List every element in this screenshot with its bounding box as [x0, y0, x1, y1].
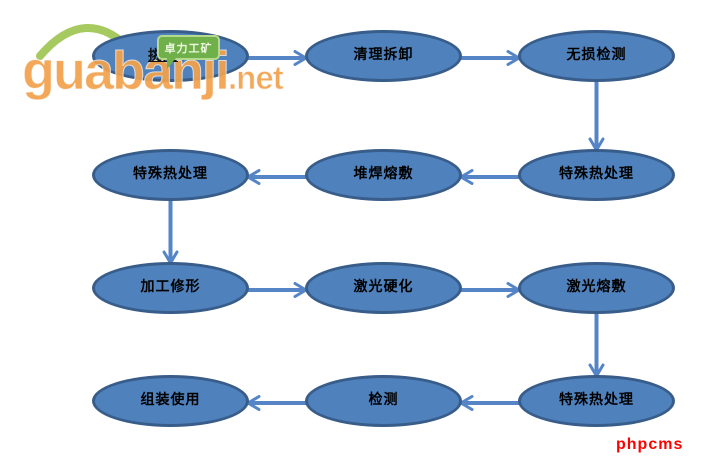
flow-node-label: 激光熔敷 — [566, 277, 627, 294]
annotation-bubble: 卓力工矿 — [157, 35, 220, 60]
watermark-logo: guabanji.net — [21, 44, 285, 99]
flow-node-n10: 特殊热处理 — [518, 375, 675, 427]
annotation-bubble-tail — [167, 58, 176, 69]
flow-node-n9: 激光熔敷 — [518, 262, 675, 314]
flow-node-n4: 特殊热处理 — [518, 149, 675, 201]
flow-node-label: 激光硬化 — [353, 277, 414, 294]
phpcms-brand-text: phpcms — [616, 436, 684, 453]
flow-node-label: 特殊热处理 — [559, 164, 634, 181]
flow-node-n8: 激光硬化 — [305, 262, 462, 314]
flow-node-n12: 组装使用 — [92, 375, 249, 427]
flow-node-label: 检测 — [368, 390, 399, 407]
flow-node-label: 组装使用 — [140, 390, 201, 407]
flow-node-n5: 堆焊熔敷 — [305, 149, 462, 201]
flow-node-label: 堆焊熔敷 — [353, 164, 414, 181]
flow-node-label: 清理拆卸 — [353, 45, 414, 62]
watermark-suffix: .net — [228, 59, 285, 96]
flow-node-label: 加工修形 — [140, 277, 201, 294]
flow-node-n6: 特殊热处理 — [92, 149, 249, 201]
flow-node-label: 特殊热处理 — [133, 164, 208, 181]
flow-node-label: 特殊热处理 — [559, 390, 634, 407]
flow-node-n2: 清理拆卸 — [305, 30, 462, 82]
flow-node-n7: 加工修形 — [92, 262, 249, 314]
flow-node-n11: 检测 — [305, 375, 462, 427]
flow-node-n3: 无损检测 — [518, 30, 675, 82]
flow-node-label: 无损检测 — [566, 45, 627, 62]
flow-arrows — [162, 50, 605, 411]
